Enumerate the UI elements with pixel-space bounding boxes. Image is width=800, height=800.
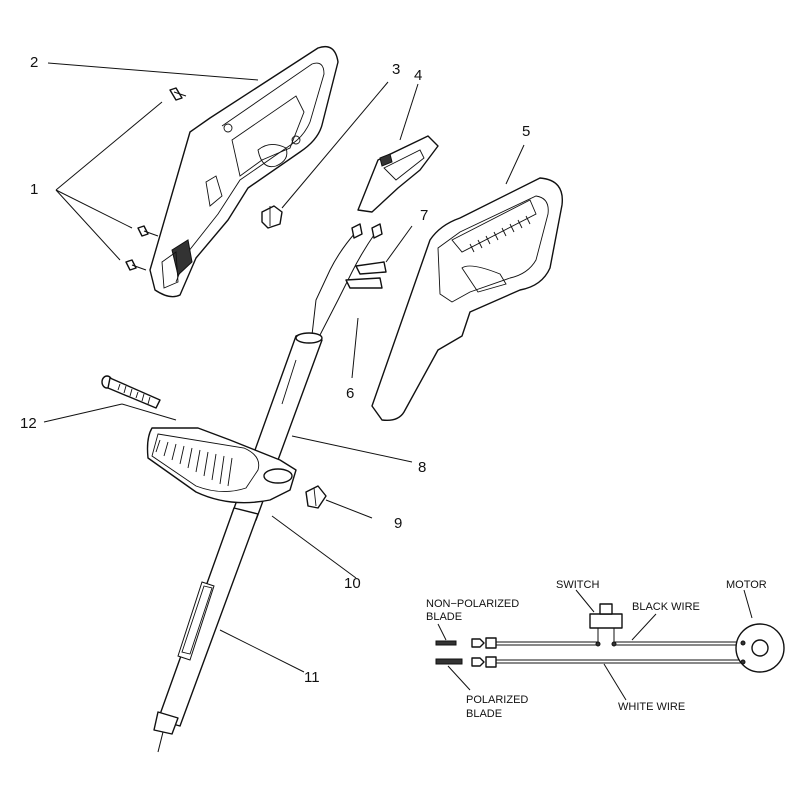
callout-8: 8 — [418, 459, 426, 476]
leader-lines — [43, 62, 525, 673]
callout-3: 3 — [392, 61, 400, 78]
non-polarized-label-line1: NON−POLARIZED — [426, 598, 519, 610]
polarized-label-line1: POLARIZED — [466, 694, 528, 706]
long-bolt — [101, 375, 161, 409]
callout-12: 12 — [20, 415, 37, 432]
clamp-knob — [305, 485, 327, 509]
callout-numbers: 1 2 3 4 5 6 7 8 9 10 11 12 — [20, 54, 530, 686]
assist-handle-grip — [155, 439, 233, 487]
non-polarized-label-line2: BLADE — [426, 611, 462, 623]
callout-2: 2 — [30, 54, 38, 71]
callout-6: 6 — [346, 385, 354, 402]
white-wire-label: WHITE WIRE — [618, 701, 685, 713]
black-wire — [496, 630, 742, 643]
callout-10: 10 — [344, 575, 361, 592]
callout-11: 11 — [304, 669, 320, 686]
wiring-diagram: SWITCH MOTOR BLACK WIRE WHITE WIRE NON−P… — [426, 579, 785, 720]
polarized-label-line2: BLADE — [466, 708, 502, 720]
black-wire-label: BLACK WIRE — [632, 601, 700, 613]
callout-7: 7 — [420, 207, 428, 224]
non-polarized-blade — [435, 637, 497, 649]
handle-housing-left — [149, 45, 339, 298]
handle-housing-right — [371, 177, 564, 422]
callout-1: 1 — [30, 181, 38, 198]
switch-symbol — [589, 603, 623, 647]
switch-button — [261, 205, 283, 229]
callout-4: 4 — [414, 67, 422, 84]
switch-label: SWITCH — [556, 579, 599, 591]
polarized-blade — [435, 656, 497, 668]
motor-label: MOTOR — [726, 579, 767, 591]
assist-handle — [146, 427, 297, 504]
callout-9: 9 — [394, 515, 402, 532]
screw-bottom — [125, 259, 147, 271]
lower-tube — [153, 507, 259, 753]
grip-texture — [469, 215, 531, 253]
callout-5: 5 — [522, 123, 530, 140]
wire-terminals — [311, 223, 387, 336]
motor-symbol — [735, 623, 785, 673]
screw-middle — [137, 225, 159, 237]
trigger — [357, 135, 439, 213]
screw-top — [169, 87, 187, 101]
